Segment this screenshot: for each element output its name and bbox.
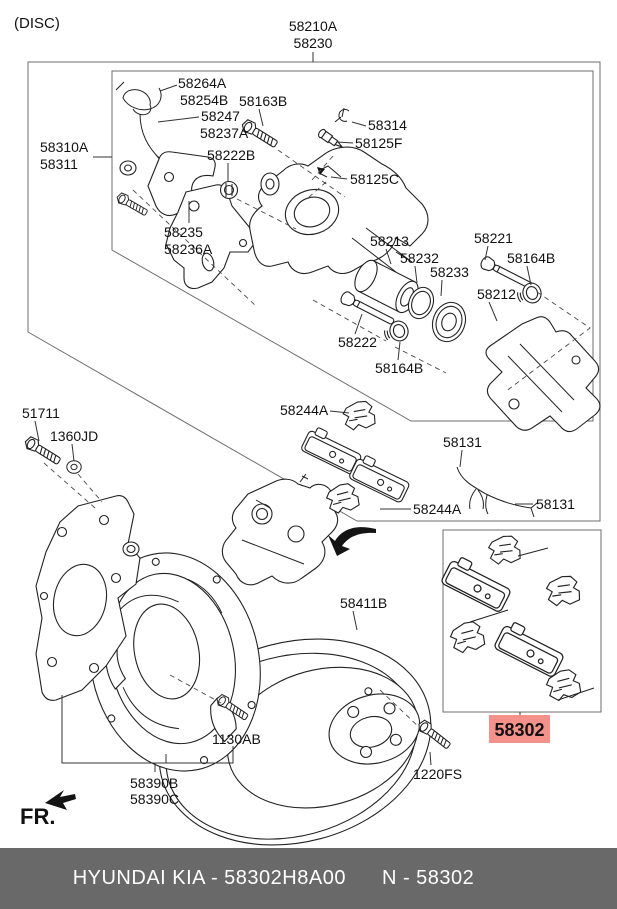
corner-note: (DISC) xyxy=(14,15,60,32)
pin-58125C xyxy=(317,165,342,178)
kit-rail-lines xyxy=(469,547,595,701)
seal-58232 xyxy=(407,286,435,320)
part-label-58310A: 58310A xyxy=(40,139,89,155)
highlighted-part-58302[interactable]: 58302 xyxy=(489,715,550,743)
kit-brake-pad xyxy=(492,618,569,679)
part-label-58233: 58233 xyxy=(430,264,469,280)
splash-shield xyxy=(89,552,261,772)
part-label-58131-top: 58131 xyxy=(443,434,482,450)
kit-brake-pad xyxy=(439,553,516,614)
part-label-58230: 58230 xyxy=(294,35,333,51)
part-label-58125F: 58125F xyxy=(355,135,402,151)
part-label-58390B: 58390B xyxy=(130,775,178,791)
part-label-58235: 58235 xyxy=(164,224,203,240)
part-label-58244A-bottom: 58244A xyxy=(413,501,462,517)
washer xyxy=(119,160,137,176)
leader-lines xyxy=(34,52,533,772)
part-label-51711: 51711 xyxy=(22,405,60,421)
return-spring xyxy=(115,81,165,167)
part-label-58222B: 58222B xyxy=(207,147,255,163)
part-label-1130AB: 1130AB xyxy=(212,731,261,747)
part-label-58131-bottom: 58131 xyxy=(536,496,575,512)
brake-pad xyxy=(347,452,414,504)
part-label-58264A: 58264A xyxy=(178,75,227,91)
part-label-58302[interactable]: 58302 xyxy=(494,720,544,740)
part-label-58390C: 58390C xyxy=(130,791,179,807)
caliper-body xyxy=(249,146,429,275)
highlight-box[interactable] xyxy=(489,715,550,743)
washer-1360JD xyxy=(66,460,82,474)
clip-58314 xyxy=(334,107,350,123)
kit-pad-clip xyxy=(542,571,585,611)
footer-bar: HYUNDAI KIA - 58302H8A00 N - 58302 xyxy=(0,848,617,909)
part-label-58222: 58222 xyxy=(338,334,377,350)
part-label-58212: 58212 xyxy=(477,286,516,302)
part-label-58163B: 58163B xyxy=(239,93,287,109)
alignment-dashes xyxy=(43,149,591,730)
part-label-1220FS: 1220FS xyxy=(413,766,462,782)
bleeder-58125F xyxy=(317,128,344,149)
fr-direction-label: FR. xyxy=(20,804,55,829)
part-label-58311: 58311 xyxy=(40,156,78,172)
part-label-58254B: 58254B xyxy=(180,92,228,108)
part-label-58236A: 58236A xyxy=(164,241,213,257)
pad-kit-inset-box xyxy=(442,529,602,713)
part-label-58232: 58232 xyxy=(400,250,439,266)
part-label-58314: 58314 xyxy=(368,117,407,133)
grommet-58222B xyxy=(219,180,239,200)
carrier-bracket-58212 xyxy=(485,316,601,433)
part-label-58247: 58247 xyxy=(201,108,240,124)
part-label-58244A-top: 58244A xyxy=(280,402,329,418)
assembled-caliper-unit xyxy=(221,473,341,586)
footer-part-number: N - 58302 xyxy=(381,867,475,889)
anchor-plate xyxy=(35,495,141,701)
part-label-58213: 58213 xyxy=(370,233,409,249)
part-label-58210A: 58210A xyxy=(289,18,338,34)
inner-group-box xyxy=(111,70,594,422)
bushing-58164B-left xyxy=(381,318,412,346)
fr-arrow-icon xyxy=(45,790,76,810)
part-label-58125C: 58125C xyxy=(350,171,399,187)
part-label-1360JD: 1360JD xyxy=(50,428,98,444)
part-label-58164B-left: 58164B xyxy=(375,360,423,376)
boot-58233 xyxy=(431,301,467,343)
kit-pad-clip xyxy=(485,531,525,569)
part-label-58411B: 58411B xyxy=(340,595,387,611)
footer-brand-part-code: HYUNDAI KIA - 58302H8A00 xyxy=(72,867,346,889)
pad-clip-58244A-top xyxy=(340,397,380,434)
bracket-bolt xyxy=(114,190,150,218)
part-label-58164B-right: 58164B xyxy=(507,250,555,266)
part-label-58221: 58221 xyxy=(474,230,513,246)
wear-sensor-wire-58131 xyxy=(456,466,538,518)
turn-direction-arrow xyxy=(328,527,376,556)
outer-group-box xyxy=(27,61,601,522)
part-label-58237A: 58237A xyxy=(200,125,249,141)
kit-pad-clip xyxy=(448,619,488,655)
